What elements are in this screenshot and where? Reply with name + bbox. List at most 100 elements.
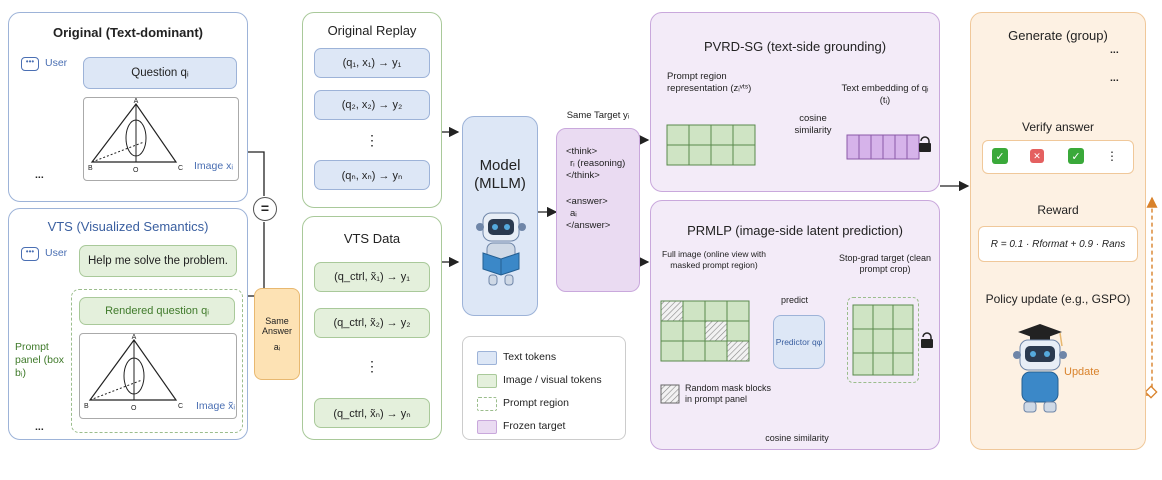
user-label: User [45, 247, 68, 259]
legend-swatch-text [477, 351, 497, 365]
target-line: <think> [566, 146, 598, 157]
legend: Text tokens Image / visual tokens Prompt… [462, 336, 626, 440]
same-answer-symbol: aᵢ [273, 342, 281, 352]
legend-swatch-prompt [477, 397, 497, 411]
target-line: </think> [566, 170, 600, 181]
verify-title: Verify answer [1021, 120, 1095, 134]
pvrd-left-label: Prompt region representation (zᵢᵛᵗˢ) [667, 71, 752, 94]
prmlp-panel: PRMLP (image-side latent prediction) Ful… [650, 200, 940, 450]
original-panel: Original (Text-dominant) ••• User Questi… [8, 12, 248, 202]
question-box: Question qᵢ [83, 57, 237, 89]
prmlp-stopgrad-label: Stop-grad target (clean prompt crop) [838, 253, 932, 275]
model-subtitle: (MLLM) [474, 175, 526, 192]
model-box: Model (MLLM) [462, 116, 538, 316]
policy-update-title: Policy update (e.g., GSPO) [985, 292, 1131, 306]
line-orig-equal [248, 151, 265, 196]
masked-full-image-grid [660, 300, 750, 362]
prmlp-predict-label: predict [781, 295, 809, 305]
ellipsis: ... [35, 169, 44, 181]
svg-text:C: C [178, 403, 183, 410]
target-line: rᵢ (reasoning) [570, 158, 626, 169]
svg-text:B: B [88, 165, 93, 172]
legend-label: Image / visual tokens [503, 374, 602, 386]
prmlp-mask-label: Random mask blocks in prompt panel [685, 383, 772, 405]
user-label: User [45, 57, 68, 69]
model-title: Model [479, 157, 521, 174]
original-title: Original (Text-dominant) [53, 25, 203, 40]
image-label: Image xᵢ [194, 160, 234, 172]
equals-circle: = [253, 197, 277, 221]
replay-vdots: ⋮ [365, 131, 379, 148]
replay-title: Original Replay [327, 23, 417, 38]
legend-swatch-frozen [477, 420, 497, 434]
svg-text:B: B [84, 403, 89, 410]
target-line: <answer> [566, 196, 608, 207]
replay-item: (qₙ, xₙ) → yₙ [314, 160, 430, 190]
svg-text:O: O [131, 405, 137, 412]
target-line: </answer> [566, 220, 611, 231]
legend-label: Frozen target [503, 420, 566, 432]
prompt-box: Help me solve the problem. [79, 245, 237, 277]
ellipsis: ... [35, 421, 44, 433]
lock-icon [921, 332, 933, 348]
prmlp-title: PRMLP (image-side latent prediction) [687, 223, 903, 238]
update-label: Update [1064, 366, 1100, 378]
replay-item: (q₂, x₂) → y₂ [314, 90, 430, 120]
triangle-figure: A B O C [88, 98, 183, 174]
robot-reading-icon [476, 212, 526, 286]
vts-data-title: VTS Data [343, 231, 401, 246]
chat-icon: ••• [21, 247, 39, 261]
image-label: Image x̃ᵢ [196, 400, 236, 412]
pvrd-grids [666, 124, 931, 166]
vts-data-item: (q_ctrl, x̃₂) → y₂ [314, 308, 430, 338]
triangle-figure: A B O C [84, 334, 183, 412]
legend-swatch-image [477, 374, 497, 388]
chain-ellipsis: ... [1110, 44, 1119, 56]
clean-target-grid [852, 304, 914, 376]
target-title: Same Target yᵢ [566, 110, 630, 121]
predictor-box: Predictor qφ [773, 315, 825, 369]
vts-panel: VTS (Visualized Semantics) ••• User Help… [8, 208, 248, 440]
chain-ellipsis: ... [1110, 72, 1119, 84]
pvrd-title: PVRD-SG (text-side grounding) [703, 39, 887, 54]
generate-title: Generate (group) [1008, 28, 1108, 43]
check-icon: ✓ [992, 148, 1008, 164]
stopgrad-region [847, 297, 919, 383]
svg-text:C: C [178, 165, 183, 172]
prompt-region-grid [666, 124, 756, 166]
prmlp-full-image-label: Full image (online view with masked prom… [662, 249, 766, 270]
check-icon: ✓ [1068, 148, 1084, 164]
vts-title: VTS (Visualized Semantics) [47, 219, 209, 234]
target-line: aᵢ [570, 208, 577, 219]
pvrd-right-label: Text embedding of qᵢ (tᵢ) [841, 83, 929, 106]
rendered-question-box: Rendered question qᵢ [79, 297, 235, 325]
vts-data-item: (q_ctrl, x̃ₙ) → yₙ [314, 398, 430, 428]
image-box: A B O C Image xᵢ [83, 97, 239, 181]
reward-title: Reward [1037, 203, 1079, 217]
more-vdots: ⋮ [1106, 149, 1118, 163]
same-answer-label: Same Answer [261, 316, 292, 336]
lock-icon [919, 136, 931, 152]
prmlp-cos-label: cosine similarity [765, 433, 829, 443]
legend-label: Text tokens [503, 351, 557, 363]
prompt-panel-region [71, 289, 243, 433]
mask-swatch [660, 384, 680, 404]
vts-data-vdots: ⋮ [365, 357, 379, 374]
reward-formula: R = 0.1 · Rformat + 0.9 · Rans [978, 226, 1138, 262]
chat-icon: ••• [21, 57, 39, 71]
target-box [556, 128, 640, 292]
pvrd-panel: PVRD-SG (text-side grounding) Prompt reg… [650, 12, 940, 192]
prmlp-grids [660, 300, 933, 404]
cross-icon: ✕ [1030, 149, 1044, 163]
svg-text:O: O [133, 167, 139, 174]
vts-data-item: (q_ctrl, x̃₁) → y₁ [314, 262, 430, 292]
fig-label-a: A [134, 98, 139, 105]
prompt-panel-label: Prompt panel (box bᵢ) [15, 341, 65, 380]
same-answer-box: Same Answer aᵢ [254, 288, 300, 380]
replay-item: (q₁, x₁) → y₁ [314, 48, 430, 78]
legend-label: Prompt region [503, 397, 569, 409]
vts-image-box: A B O C Image x̃ᵢ [79, 333, 237, 419]
text-embedding-bar [846, 134, 920, 160]
pvrd-cos-label: cosine similarity [794, 113, 832, 136]
svg-text:A: A [132, 334, 137, 341]
